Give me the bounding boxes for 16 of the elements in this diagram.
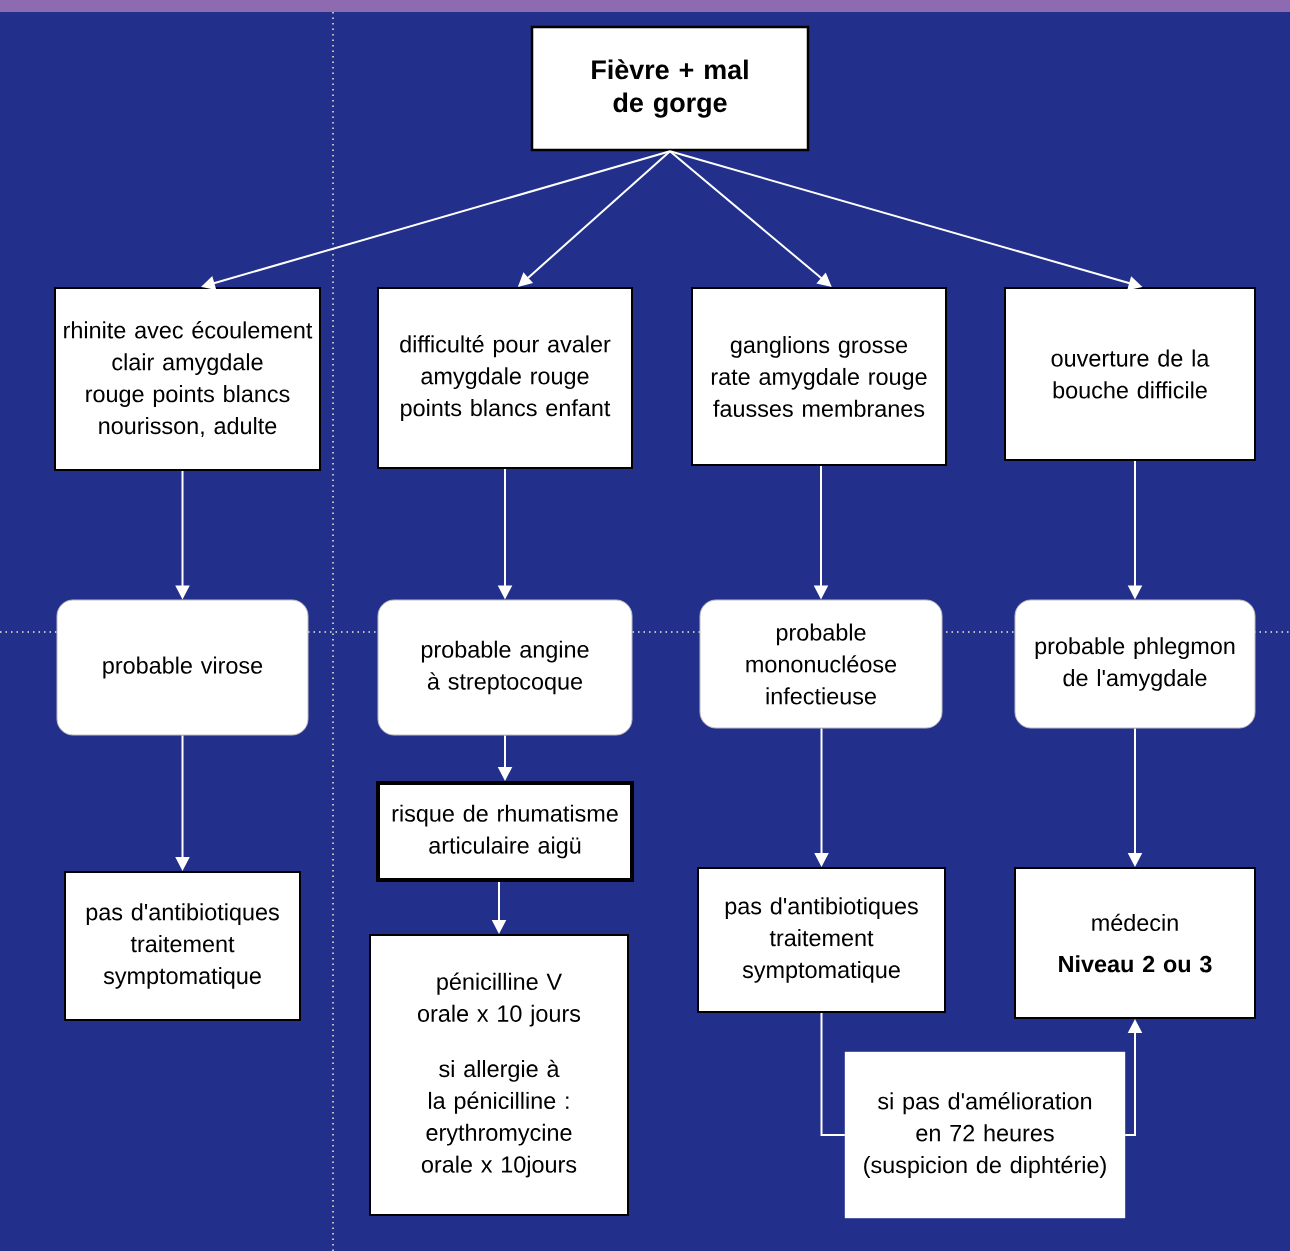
flow-box: rhinite avec écoulement clair amygdale rouge points blancs nourisson, adulte [54,287,321,471]
flow-box: ganglions grosse rate amygdale rouge fausses membranes [691,287,947,466]
flow-box: pas d'antibiotiques traitement symptomatique [697,867,946,1013]
note-box: si pas d'amélioration en 72 heures (suspicion de diphtérie) [844,1051,1126,1219]
rounded-box: probable virose [56,599,309,736]
rounded-box: probable angine à streptocoque [377,599,633,736]
arrow [669,150,832,287]
flow-box: médecin Niveau 2 ou 3 [1014,867,1256,1019]
flow-box: risque de rhumatisme articulaire aigü [376,781,634,882]
title-box: Fièvre + mal de gorge [530,25,810,152]
flow-box: difficulté pour avaler amygdale rouge points blancs enfant [377,287,633,469]
flow-box: ouverture de la bouche difficile [1004,287,1256,461]
rounded-box: probable phlegmon de l'amygdale [1014,599,1256,729]
flow-box: pas d'antibiotiques traitement symptomatique [64,871,301,1021]
flow-box: pénicilline V orale x 10 jours si allergie à la pénicilline : erythromycine orale x 10jours [369,934,629,1216]
rounded-box: probable mononucléose infectieuse [699,599,943,729]
